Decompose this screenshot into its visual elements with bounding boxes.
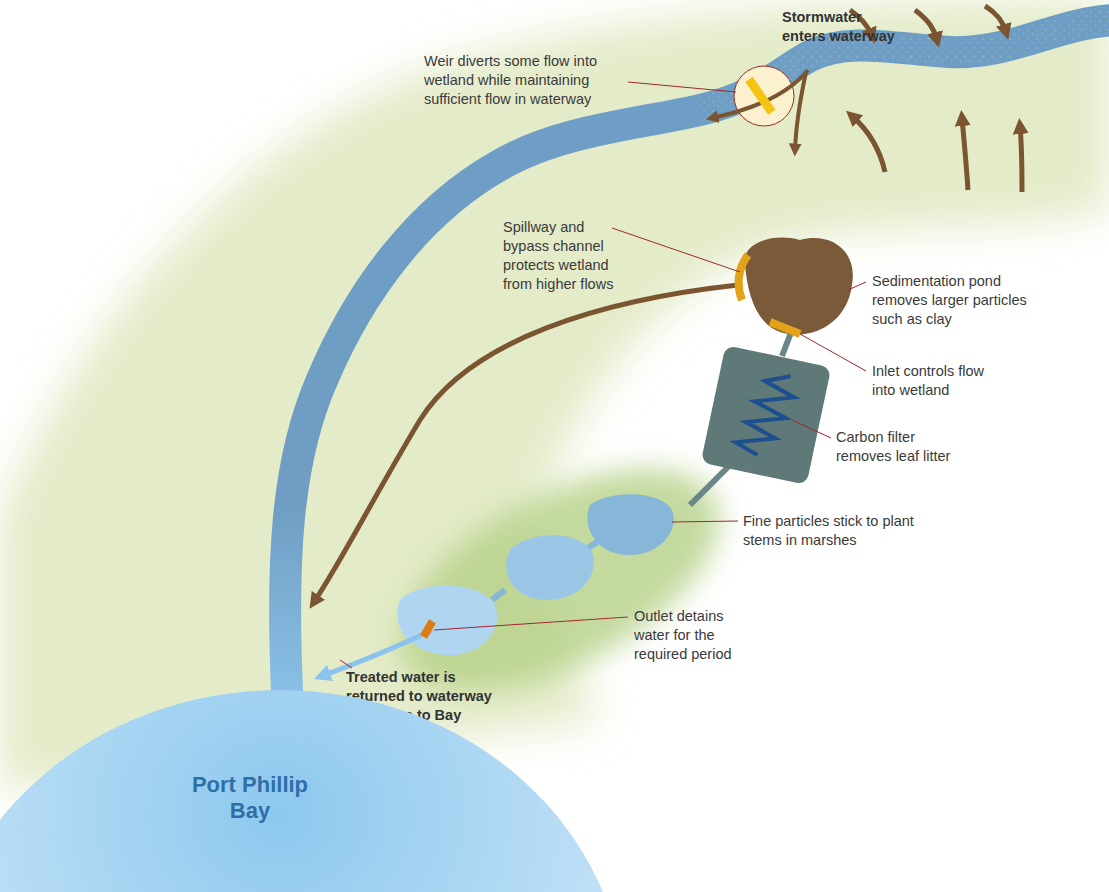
flow-note: Stormwater enters waterway xyxy=(782,8,907,46)
callout-text: Spillway and bypass channel protects wet… xyxy=(503,218,621,293)
callout-text: Fine particles stick to plant stems in m… xyxy=(743,512,918,550)
callout-text: Weir diverts some flow into wetland whil… xyxy=(424,52,629,109)
callout-text: Carbon filter removes leaf litter xyxy=(836,428,966,466)
callout-text: Inlet controls flow into wetland xyxy=(872,362,1002,400)
callout-text: Sedimentation pond removes larger partic… xyxy=(872,272,1032,329)
callout-text: Outlet detains water for the required pe… xyxy=(634,607,754,664)
bay-region: Port Phillip Bay xyxy=(0,690,580,892)
bay-name: Port Phillip Bay xyxy=(170,772,330,825)
